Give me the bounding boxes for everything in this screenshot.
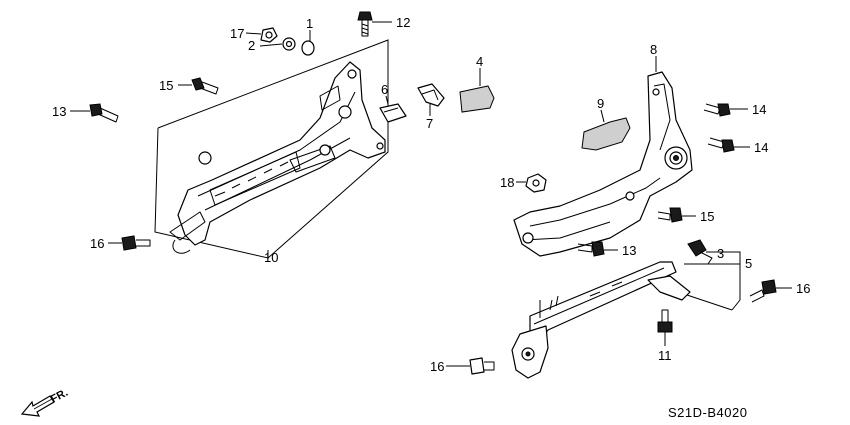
callout-6: 6	[381, 82, 388, 97]
part-17-nut	[245, 27, 278, 43]
part-5-leader	[677, 251, 741, 311]
part-15-bolt-left	[178, 77, 219, 95]
part-14-bolt-lower	[707, 137, 750, 153]
callout-8: 8	[650, 42, 657, 57]
callout-12: 12	[396, 15, 410, 30]
part-11-stud	[657, 309, 673, 346]
part-1-clip	[301, 30, 315, 56]
callout-10: 10	[264, 250, 278, 265]
callout-13-left: 13	[52, 104, 66, 119]
part-12-bolt	[357, 11, 392, 37]
part-16-bolt-left	[108, 235, 151, 251]
callout-9: 9	[597, 96, 604, 111]
part-16-bolt-right	[749, 279, 792, 303]
callout-15-left: 15	[159, 78, 173, 93]
callout-5: 5	[745, 256, 752, 271]
callout-17: 17	[230, 26, 244, 41]
part-13-bolt-right	[577, 241, 618, 257]
part-13-bolt-left	[70, 103, 119, 123]
callout-15-right: 15	[700, 209, 714, 224]
callout-3: 3	[717, 246, 724, 261]
part-4-cover	[459, 68, 495, 113]
callout-16-bottom: 16	[430, 359, 444, 374]
seat-rail-right	[511, 261, 691, 379]
part-2-washer	[259, 37, 296, 51]
callout-2: 2	[248, 38, 255, 53]
assembly-10-boundary	[154, 39, 389, 259]
part-16-bolt-bottom	[446, 357, 495, 375]
callout-14-lower: 14	[754, 140, 768, 155]
callout-1: 1	[306, 16, 313, 31]
part-7-bracket	[417, 83, 445, 116]
diagram-code: S21D-B4020	[668, 405, 747, 420]
part-18-nut	[516, 173, 547, 193]
seat-adjuster-left	[169, 61, 386, 254]
callout-13-right: 13	[622, 243, 636, 258]
part-9-cover	[581, 109, 631, 151]
part-6-connector	[379, 95, 407, 123]
part-8-recliner-frame	[513, 56, 693, 257]
front-direction-label: FR.	[49, 387, 70, 406]
callout-4: 4	[476, 54, 483, 69]
callout-11: 11	[658, 348, 672, 363]
callout-16-right: 16	[796, 281, 810, 296]
callout-14-upper: 14	[752, 102, 766, 117]
part-14-bolt-upper	[703, 103, 748, 117]
callout-18: 18	[500, 175, 514, 190]
front-direction-arrow	[20, 395, 55, 417]
part-3-clip	[687, 239, 730, 265]
callout-7: 7	[426, 116, 433, 131]
part-15-bolt-right	[657, 207, 696, 223]
callout-16-left: 16	[90, 236, 104, 251]
